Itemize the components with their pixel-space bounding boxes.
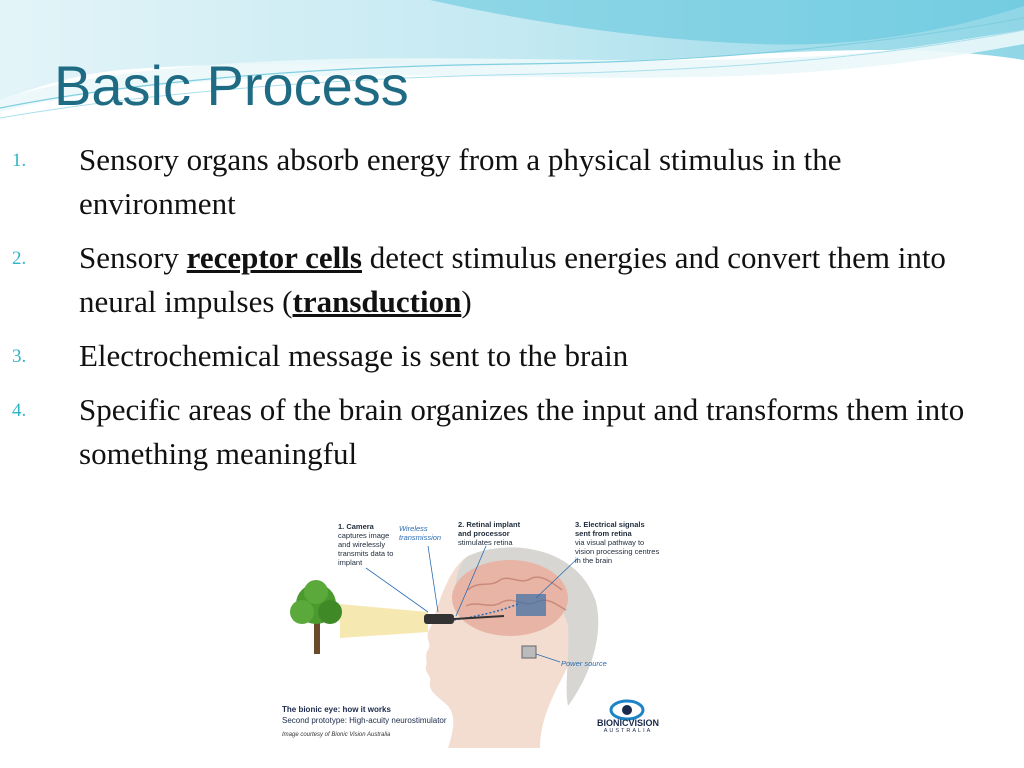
list-item-number: 3. [12, 346, 27, 367]
camera-glasses-icon [424, 614, 454, 624]
bionic-eye-illustration [290, 545, 645, 748]
retinal-implant-label: 2. Retinal implant and processor stimula… [458, 520, 521, 547]
text-segment: detect stimulus energies and convert the… [79, 240, 946, 319]
camera-label: 1. Camera captures image and wirelessly … [338, 522, 394, 567]
key-term: transduction [292, 284, 462, 319]
tree-trunk [314, 616, 320, 654]
bionic-vision-logo-icon [609, 699, 645, 721]
list-item-number: 2. [12, 248, 27, 269]
slide-title: Basic Process [54, 54, 409, 117]
brain-icon [452, 560, 568, 636]
text-segment: Sensory organs absorb energy from a phys… [79, 142, 842, 221]
vision-centre [516, 594, 546, 616]
list-item-text: Electrochemical message is sent to the b… [79, 334, 999, 378]
text-segment: Specific areas of the brain organizes th… [79, 392, 965, 471]
process-list: 1. Sensory organs absorb energy from a ph… [0, 138, 1024, 486]
list-item-text: Specific areas of the brain organizes th… [79, 388, 999, 476]
light-beam [340, 604, 428, 638]
key-term: receptor cells [186, 240, 362, 275]
list-item: 1. Sensory organs absorb energy from a ph… [0, 138, 1024, 226]
brand-name: BIONICVISION [596, 718, 659, 728]
wireless-label: Wireless transmission [399, 524, 442, 542]
power-source-label: Power source [561, 659, 607, 668]
text-segment: Electrochemical message is sent to the b… [79, 338, 629, 373]
list-item-number: 4. [12, 400, 27, 421]
bionic-eye-figure: 1. Camera captures image and wirelessly … [278, 516, 662, 748]
power-source-icon [521, 645, 537, 659]
figure-caption: The bionic eye: how it works Second prot… [282, 705, 447, 725]
electrical-signals-label: 3. Electrical signals sent from retina v… [575, 520, 660, 565]
header-wave-decoration [0, 0, 1024, 119]
list-item: 2. Sensory receptor cells detect stimulus… [0, 236, 1024, 324]
brand-sub: AUSTRALIA [603, 728, 653, 734]
list-item-number: 1. [12, 150, 27, 171]
text-segment: ) [461, 284, 472, 319]
list-item: 3. Electrochemical message is sent to the… [0, 334, 1024, 378]
list-item: 4. Specific areas of the brain organizes … [0, 388, 1024, 476]
text-segment: Sensory [79, 240, 187, 275]
list-item-text: Sensory receptor cells detect stimulus e… [79, 236, 999, 324]
bionic-vision-brand: BIONICVISION AUSTRALIA [593, 698, 663, 734]
list-item-text: Sensory organs absorb energy from a phys… [79, 138, 999, 226]
figure-credit: Image courtesy of Bionic Vision Australi… [282, 732, 391, 738]
